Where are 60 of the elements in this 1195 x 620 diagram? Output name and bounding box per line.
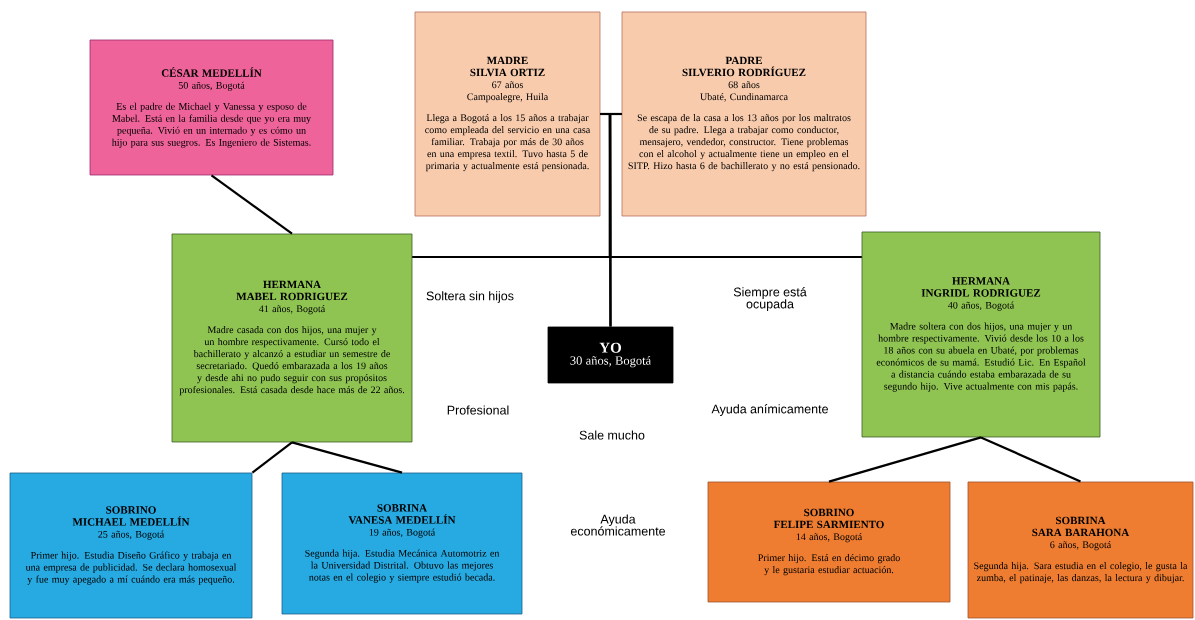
person-name: INGRIDL RODRIGUEZ [921,289,1041,297]
connector-line [210,174,293,235]
age-place: Ubaté, Cundinamarca [700,93,788,102]
age-place: Campoalegre, Huila [467,93,549,103]
person-name: SOBRINA [1056,516,1106,525]
trait-label: Ayuda anímicamente [711,404,828,416]
person-box [621,11,867,217]
person-name: SOBRINO [804,508,854,517]
age-place: 40 años, Bogotá [948,301,1015,311]
age-place: 14 años, Bogotá [796,533,863,543]
description: Es el padre de Michael y Vanessa y esposo de Mabel. Está en la familia desde que yo era muy pequeña. Vivió en un internado y es cómo un hijo para sus suegros. Es Ingeniero de Sistemas. [111,102,312,148]
person-name: SILVERIO RODRÍGUEZ [682,66,806,77]
trait-label: Sale mucho [579,430,645,440]
age-place: 68 años [728,81,760,89]
person-box [9,472,253,619]
person-name: FELIPE SARMIENTO [773,520,884,529]
person-name: HERMANA [952,277,1010,285]
person-name: YO [599,342,621,353]
person-name: HERMANA [263,280,321,289]
person-name: MABEL RODRIGUEZ [236,292,348,301]
age-place: 67 años [492,81,523,89]
connector-line [828,436,982,483]
person-box [171,233,413,443]
person-name: MICHAEL MEDELLÍN [72,516,190,526]
age-place: 41 años, Bogotá [259,305,326,315]
description: Segunda hija. Sara estudia en el colegio, le gusta la zumba, el patinaje, las danzas, la lectura y dibujar. [974,562,1188,584]
age-place: 50 años, Bogotá [178,81,245,91]
description: Madre soltera con dos hijos, una mujer y un hombre respectivamente. Vivió desde los 10 a los 18 años con su abuela en Ubaté, por problemas económicos de su mamá. Estudió Lic. En Español a distancia cuándo estaba embarazada de su segundo hijo. Vive actualmente con mis papás. [876,322,1086,392]
person-box [89,39,334,176]
trait-label: Soltera sin hijos [426,291,514,303]
person-name: SOBRINO [106,506,156,514]
connector-line [251,441,293,474]
trait-label: Profesional [447,405,509,415]
person-name: SARA BARAHONA [1032,528,1130,537]
person-box [707,481,951,603]
trait-label: Siempre está ocupada [733,287,807,311]
person-name: CÉSAR MEDELLÍN [161,67,262,77]
description: Primer hijo. Estudia Diseño Gráfico y trabaja en una empresa de publicidad. Se declara homosexual y fue muy apegado a mí cuándo era más pequeño. [25,551,237,585]
person-box [414,11,601,217]
person-name: VANESA MEDELLÍN [348,514,456,524]
description: Primer hijo. Está en décimo grado y le gustaria estudiar actuación. [758,554,900,576]
description: Segunda hija. Estudia Mecánica Automotriz en la Universidad Distrital. Obtuvo las mejores notas en el colegio y siempre estudió becada. [305,549,500,583]
age-place: 19 años, Bogotá [369,528,436,538]
connector-line [980,436,1081,483]
person-box [861,231,1101,438]
person-name: SOBRINA [377,504,427,512]
person-name: SILVIA ORTIZ [470,68,545,77]
person-name: MADRE [486,56,528,65]
connector-line [291,441,403,474]
description: Llega a Bogotá a los 15 años a trabajar como empleada del servicio en una casa familiar. Trabaja por más de 30 años en una empresa textil. Tuvo hasta 5 de primaria y actualmente está pensionada. [425,114,591,172]
person-box [281,472,523,615]
trait-label: Ayuda económicamente [570,514,666,536]
person-box [967,481,1194,619]
age-place: 30 años, Bogotá [570,355,651,368]
age-place: 6 años, Bogotá [1050,541,1112,551]
description: Madre casada con dos hijos, una mujer y un hombre respectivamente. Cursó todo el bachillerato y alcanzó a estudiar un semestre de secretariado. Quedó embarazada a los 19 años y desde ahi no pudo seguir con sus propósitos profesionales. Está casada desde hace más de 22 años. [179,326,405,396]
age-place: 25 años, Bogotá [98,530,165,540]
person-box [547,326,674,384]
description: Se escapa de la casa a los 13 años por los maltratos de su padre. Llega a trabajar como conductor, mensajero, vendedor, constructor. Tiene problemas con el alcohol y actualmente tiene un empleo en el SITP. Hizo hasta 6 de bachillerato y no está pensionado. [628,114,860,172]
person-name: PADRE [725,56,762,65]
